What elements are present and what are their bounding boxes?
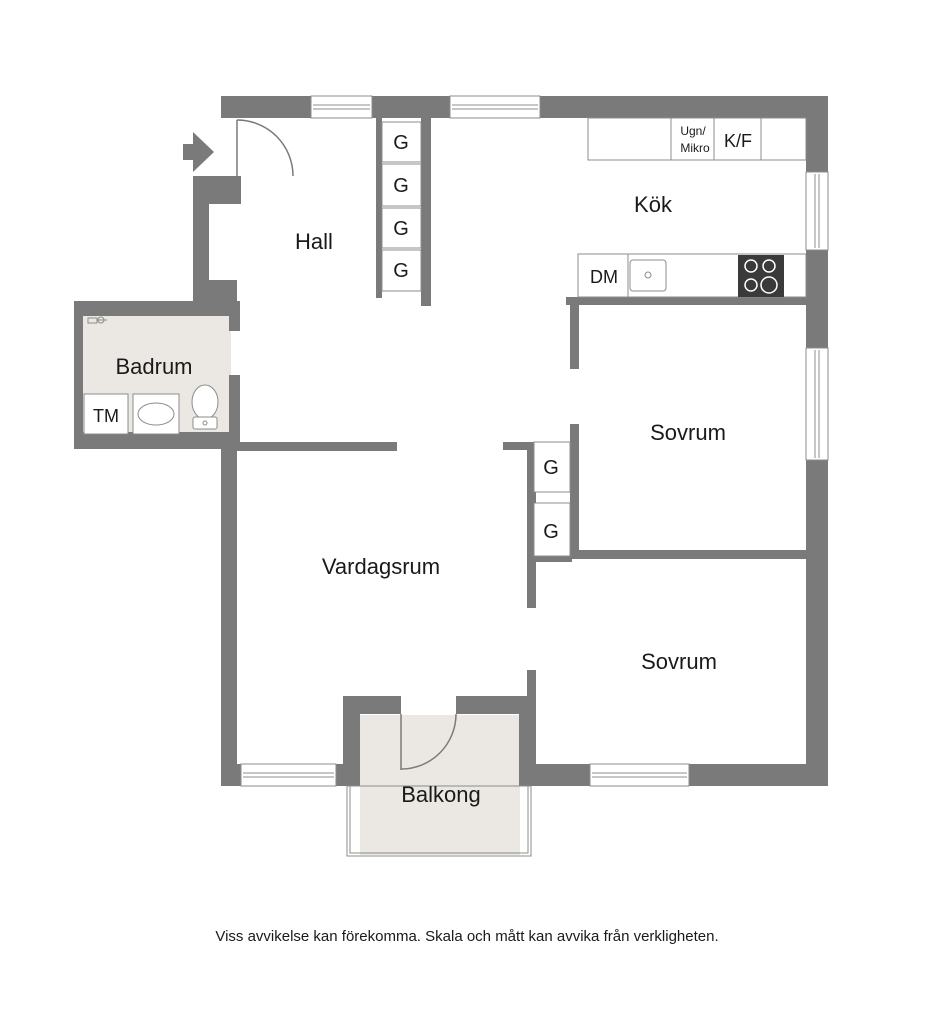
- oven-micro-label: Mikro: [680, 141, 710, 155]
- wardrobe-label: G: [393, 175, 409, 197]
- sink-drain-icon: [644, 271, 652, 279]
- wardrobe-label: G: [393, 260, 409, 282]
- room-label-bathroom: Badrum: [115, 354, 192, 379]
- disclaimer-text: Viss avvikelse kan förekomma. Skala och …: [215, 928, 719, 945]
- washing-machine-label: TM: [93, 406, 119, 426]
- room-label-hall: Hall: [295, 229, 333, 254]
- room-label-bedroom: Sovrum: [641, 649, 717, 674]
- kitchen-counters: [577, 117, 807, 298]
- oven-micro-label: Ugn/: [680, 124, 706, 138]
- bathroom-fixtures: [83, 393, 180, 435]
- balcony-railing: [346, 785, 532, 857]
- shower-icon: [87, 316, 107, 324]
- entrance-arrow-icon: [183, 132, 214, 172]
- wardrobe-label: G: [393, 218, 409, 240]
- room-label-kitchen: Kök: [634, 192, 673, 217]
- stove-icon: [738, 255, 784, 297]
- walls: [74, 96, 828, 786]
- wardrobe-label: G: [393, 132, 409, 154]
- sink-icon: [629, 259, 667, 292]
- wardrobe-label: G: [543, 521, 559, 543]
- toilet-icon: [191, 384, 219, 430]
- balcony-floor: [360, 715, 520, 855]
- room-label-bedroom: Sovrum: [650, 420, 726, 445]
- wardrobe-boxes: [381, 121, 571, 557]
- dishwasher-label: DM: [590, 267, 618, 287]
- room-label-balcony: Balkong: [401, 782, 481, 807]
- wardrobe-label: G: [543, 457, 559, 479]
- fridge-freezer-label: K/F: [724, 131, 752, 151]
- windows: [240, 95, 829, 787]
- doors: [236, 119, 457, 770]
- room-label-living-room: Vardagsrum: [322, 554, 440, 579]
